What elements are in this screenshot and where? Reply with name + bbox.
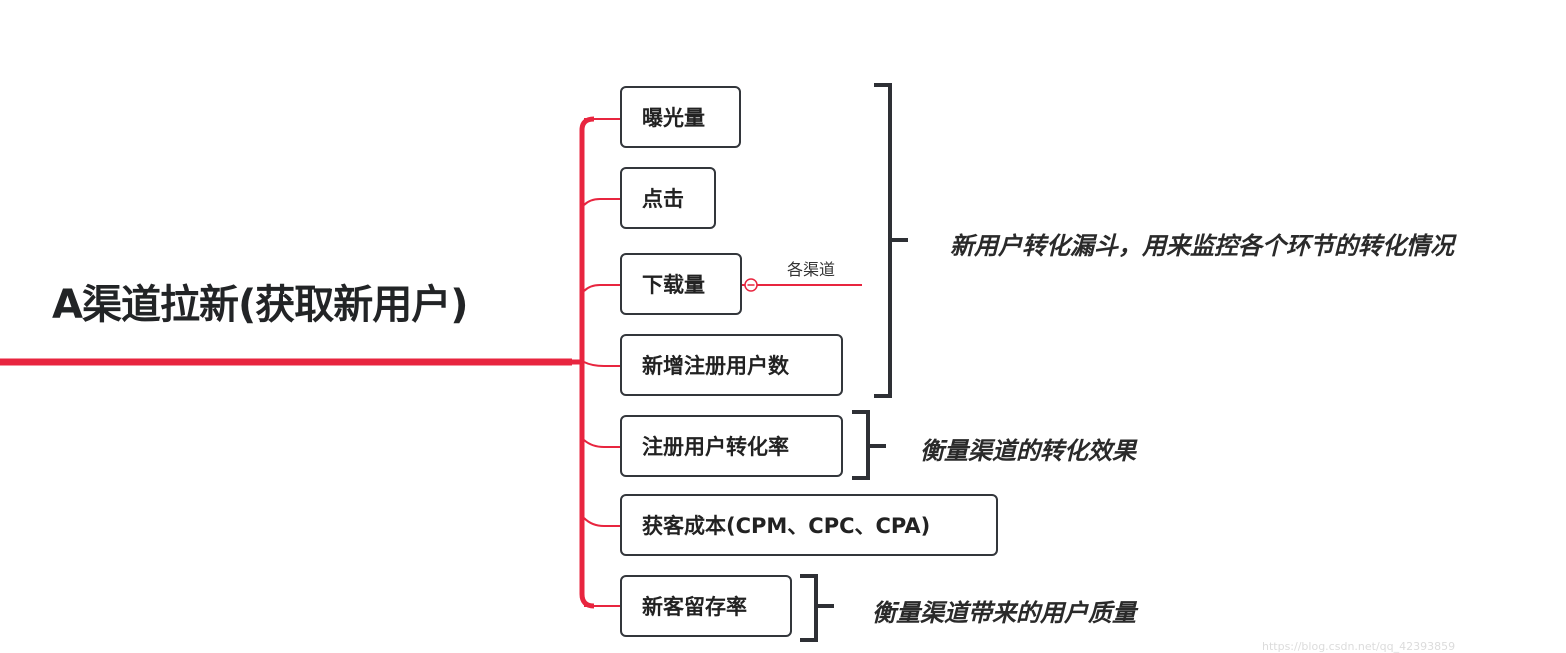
branch-link-6 [583, 517, 620, 527]
topic-new-retention[interactable]: 新客留存率 [620, 575, 792, 637]
branch-link-4 [583, 361, 620, 367]
watermark: https://blog.csdn.net/qq_42393859 [1262, 640, 1456, 653]
topic-each-channel[interactable]: 各渠道 [787, 260, 836, 279]
root-topic[interactable]: A渠道拉新(获取新用户) [52, 282, 469, 328]
summary-bracket-1 [874, 83, 908, 398]
summary-quality[interactable]: 衡量渠道带来的用户质量 [872, 599, 1136, 627]
topic-registration-conversion[interactable]: 注册用户转化率 [620, 415, 843, 477]
topic-click[interactable]: 点击 [620, 167, 716, 229]
summary-bracket-2 [852, 410, 886, 480]
branch-link-5 [583, 439, 620, 448]
summary-conversion[interactable]: 衡量渠道的转化效果 [920, 437, 1136, 465]
topic-acquisition-cost[interactable]: 获客成本(CPM、CPC、CPA) [620, 494, 998, 556]
branch-link-2 [583, 198, 620, 206]
summary-bracket-3 [800, 574, 834, 642]
topic-downloads[interactable]: 下载量 [620, 253, 742, 315]
branch-link-3 [583, 284, 620, 292]
summary-funnel[interactable]: 新用户转化漏斗，用来监控各个环节的转化情况 [950, 232, 1454, 260]
topic-new-registrations[interactable]: 新增注册用户数 [620, 334, 843, 396]
topic-exposure[interactable]: 曝光量 [620, 86, 741, 148]
